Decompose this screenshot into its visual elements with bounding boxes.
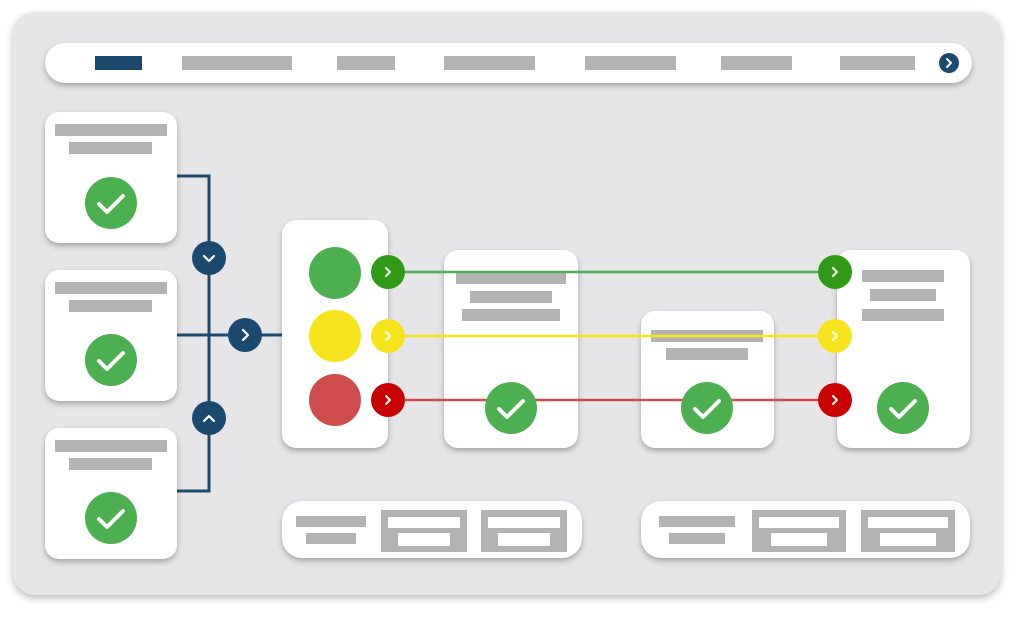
- nav-next-button[interactable]: [939, 53, 959, 73]
- footer-panel-2-control-1-field[interactable]: [759, 517, 839, 528]
- chevron-right-icon: [385, 331, 391, 341]
- traffic-light-red-lamp: [309, 374, 361, 426]
- yellow-route-button-start[interactable]: [371, 319, 405, 353]
- nav-tab-7[interactable]: [840, 56, 915, 70]
- traffic-light-yellow-lamp: [309, 310, 361, 362]
- yellow-route-button-end[interactable]: [818, 319, 852, 353]
- stage-card-2-subtitle-bar: [666, 348, 748, 360]
- source-card-2-subtitle-bar: [69, 300, 152, 312]
- footer-panel-1-control-1-field-2[interactable]: [398, 533, 450, 546]
- chevron-right-icon: [832, 395, 838, 405]
- green-route-button-start[interactable]: [371, 255, 405, 289]
- nav-tab-5[interactable]: [585, 56, 676, 70]
- source-card-2-title-bar: [55, 282, 167, 294]
- footer-panel-2-value-bar: [669, 533, 725, 544]
- source-card-3-title-bar: [55, 440, 167, 452]
- nav-tab-2[interactable]: [182, 56, 292, 70]
- source-card-1-title-bar: [55, 124, 167, 136]
- red-route-button-end[interactable]: [818, 383, 852, 417]
- chevron-right-icon: [832, 331, 838, 341]
- stage-card-1-title-bar: [456, 272, 566, 284]
- chevron-right-icon: [832, 267, 838, 277]
- source-card-3-subtitle-bar: [69, 458, 152, 470]
- nav-next-button-bg: [939, 53, 959, 73]
- footer-panel-1-control-1-field[interactable]: [388, 517, 460, 528]
- footer-panel-1-label-bar: [296, 516, 366, 527]
- check-circle-icon: [681, 382, 733, 434]
- chevron-right-icon: [241, 328, 250, 342]
- chevron-down-icon: [202, 254, 216, 263]
- nav-tab-6[interactable]: [721, 56, 792, 70]
- footer-panel-1-control-2-field-2[interactable]: [498, 533, 550, 546]
- footer-panel-2-control-2-field[interactable]: [868, 517, 948, 528]
- chevron-up-icon: [202, 414, 216, 423]
- stage-card-1-line-3-bar: [462, 309, 560, 321]
- footer-panel-2-label-bar: [659, 516, 735, 527]
- stage-card-1-line-2-bar: [470, 291, 552, 303]
- stage-card-3-line-3-bar: [862, 309, 944, 321]
- check-circle-icon: [877, 382, 929, 434]
- stage-card-3-line-2-bar: [870, 289, 936, 301]
- check-circle-icon: [85, 334, 137, 386]
- merge-node-down[interactable]: [192, 241, 226, 275]
- green-route-button-end[interactable]: [818, 255, 852, 289]
- chevron-right-icon: [946, 58, 952, 68]
- footer-panel-1-value-bar: [306, 533, 356, 544]
- footer-panel-2-control-2-field-2[interactable]: [880, 533, 936, 546]
- source-card-1-subtitle-bar: [69, 142, 152, 154]
- nav-tab-active[interactable]: [95, 56, 142, 70]
- chevron-right-icon: [385, 267, 391, 277]
- red-route-button-start[interactable]: [371, 383, 405, 417]
- footer-panel-2-control-1-field-2[interactable]: [771, 533, 827, 546]
- nav-tab-4[interactable]: [444, 56, 535, 70]
- traffic-light-green-lamp: [309, 247, 361, 299]
- footer-panel-1-control-2-field[interactable]: [488, 517, 560, 528]
- stage-card-3-title-bar: [862, 270, 944, 282]
- merge-node-right[interactable]: [228, 318, 262, 352]
- check-circle-icon: [485, 382, 537, 434]
- merge-node-up[interactable]: [192, 401, 226, 435]
- chevron-right-icon: [385, 395, 391, 405]
- check-circle-icon: [85, 177, 137, 229]
- nav-tab-3[interactable]: [337, 56, 395, 70]
- check-circle-icon: [85, 492, 137, 544]
